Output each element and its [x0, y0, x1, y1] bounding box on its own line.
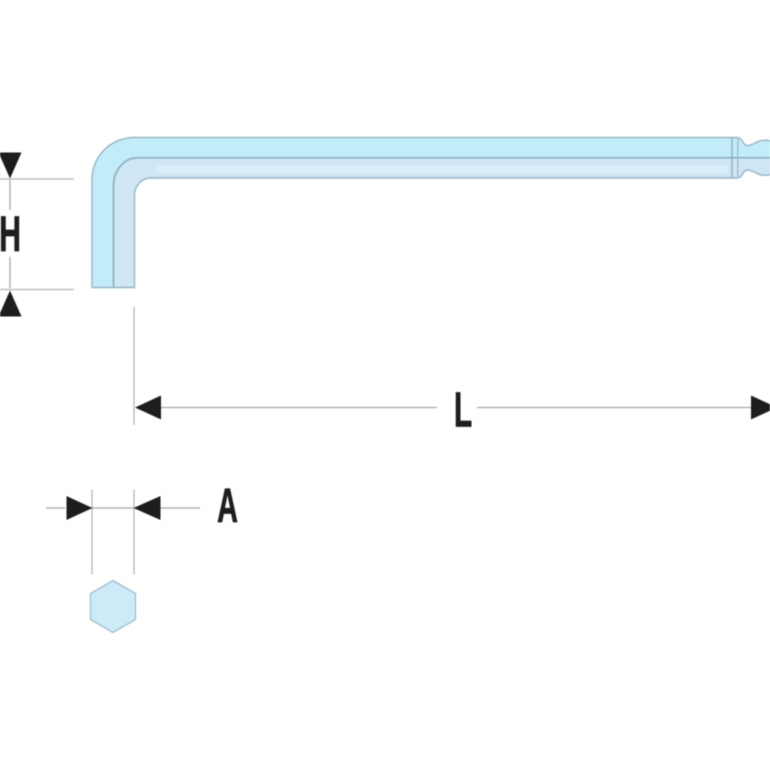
svg-text:L: L — [454, 382, 472, 438]
svg-text:H: H — [0, 205, 21, 262]
svg-text:A: A — [217, 480, 238, 533]
